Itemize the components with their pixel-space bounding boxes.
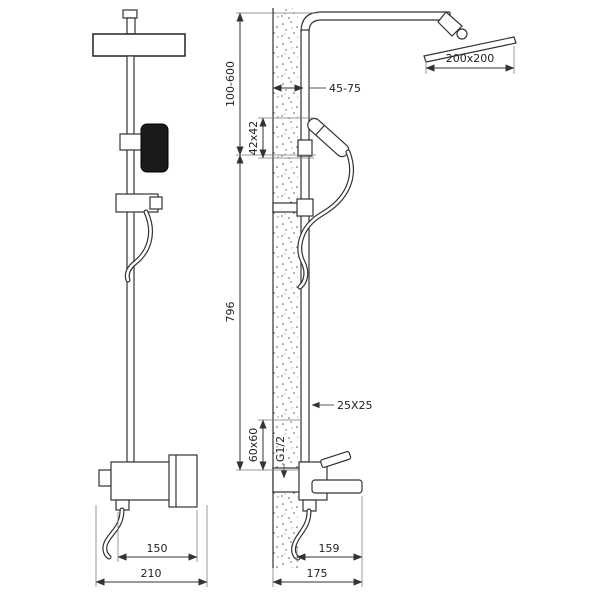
top-fitting <box>122 9 138 19</box>
dimensions: 100-600 796 42x42 60x60 G1/2 45-75 200x2… <box>95 12 515 587</box>
spout-stub-front <box>98 469 112 487</box>
dim-label-mount-height-range: 100-600 <box>224 61 237 107</box>
dim-label-head-size: 200x200 <box>446 52 495 65</box>
ball-joint <box>456 28 468 40</box>
top-arm-outer <box>300 11 450 33</box>
riser-column-front <box>126 55 135 463</box>
hand-shower-front <box>140 123 169 173</box>
spout-side <box>311 479 363 494</box>
dim-label-column-length: 796 <box>224 302 237 323</box>
dim-label-pipe-profile: 25X25 <box>337 399 373 412</box>
dim-label-slider-size: 42x42 <box>247 121 260 156</box>
head-connector <box>437 11 463 37</box>
dim-label-inlet-thread: G1/2 <box>274 436 287 462</box>
lever-handle <box>320 450 352 468</box>
extension-lines <box>236 12 318 471</box>
hand-shower-hose-front-inner <box>125 210 152 282</box>
top-arm-inner <box>308 19 450 33</box>
wall-bracket-clamp <box>296 198 314 217</box>
front-view <box>92 9 198 560</box>
wall-union-side <box>272 467 302 493</box>
dim-label-front-width: 150 <box>147 542 168 555</box>
dim-label-valve-size: 60x60 <box>247 428 260 463</box>
mixer-handle-front <box>168 454 198 508</box>
top-stub-pipe <box>126 17 136 35</box>
hand-shower-hose-side-inner <box>298 150 353 289</box>
supply-hose-side-inner <box>292 509 311 560</box>
holder-knob <box>149 196 163 210</box>
slider-bracket-side <box>297 139 313 157</box>
rain-shower-head-front <box>92 33 186 57</box>
rain-shower-head-side <box>423 36 517 63</box>
supply-hose-front-inner <box>103 508 124 559</box>
slider-bracket-front <box>119 133 143 151</box>
dim-label-wall-clearance: 45-75 <box>329 82 361 95</box>
dim-label-side-depth: 159 <box>319 542 340 555</box>
dim-label-front-overall-width: 210 <box>141 567 162 580</box>
hand-shower-neck-line <box>315 124 325 136</box>
mixer-lever-side <box>320 450 352 468</box>
side-view <box>272 11 517 561</box>
dim-label-side-overall-depth: 175 <box>307 567 328 580</box>
wall-bracket-arm <box>272 202 300 213</box>
